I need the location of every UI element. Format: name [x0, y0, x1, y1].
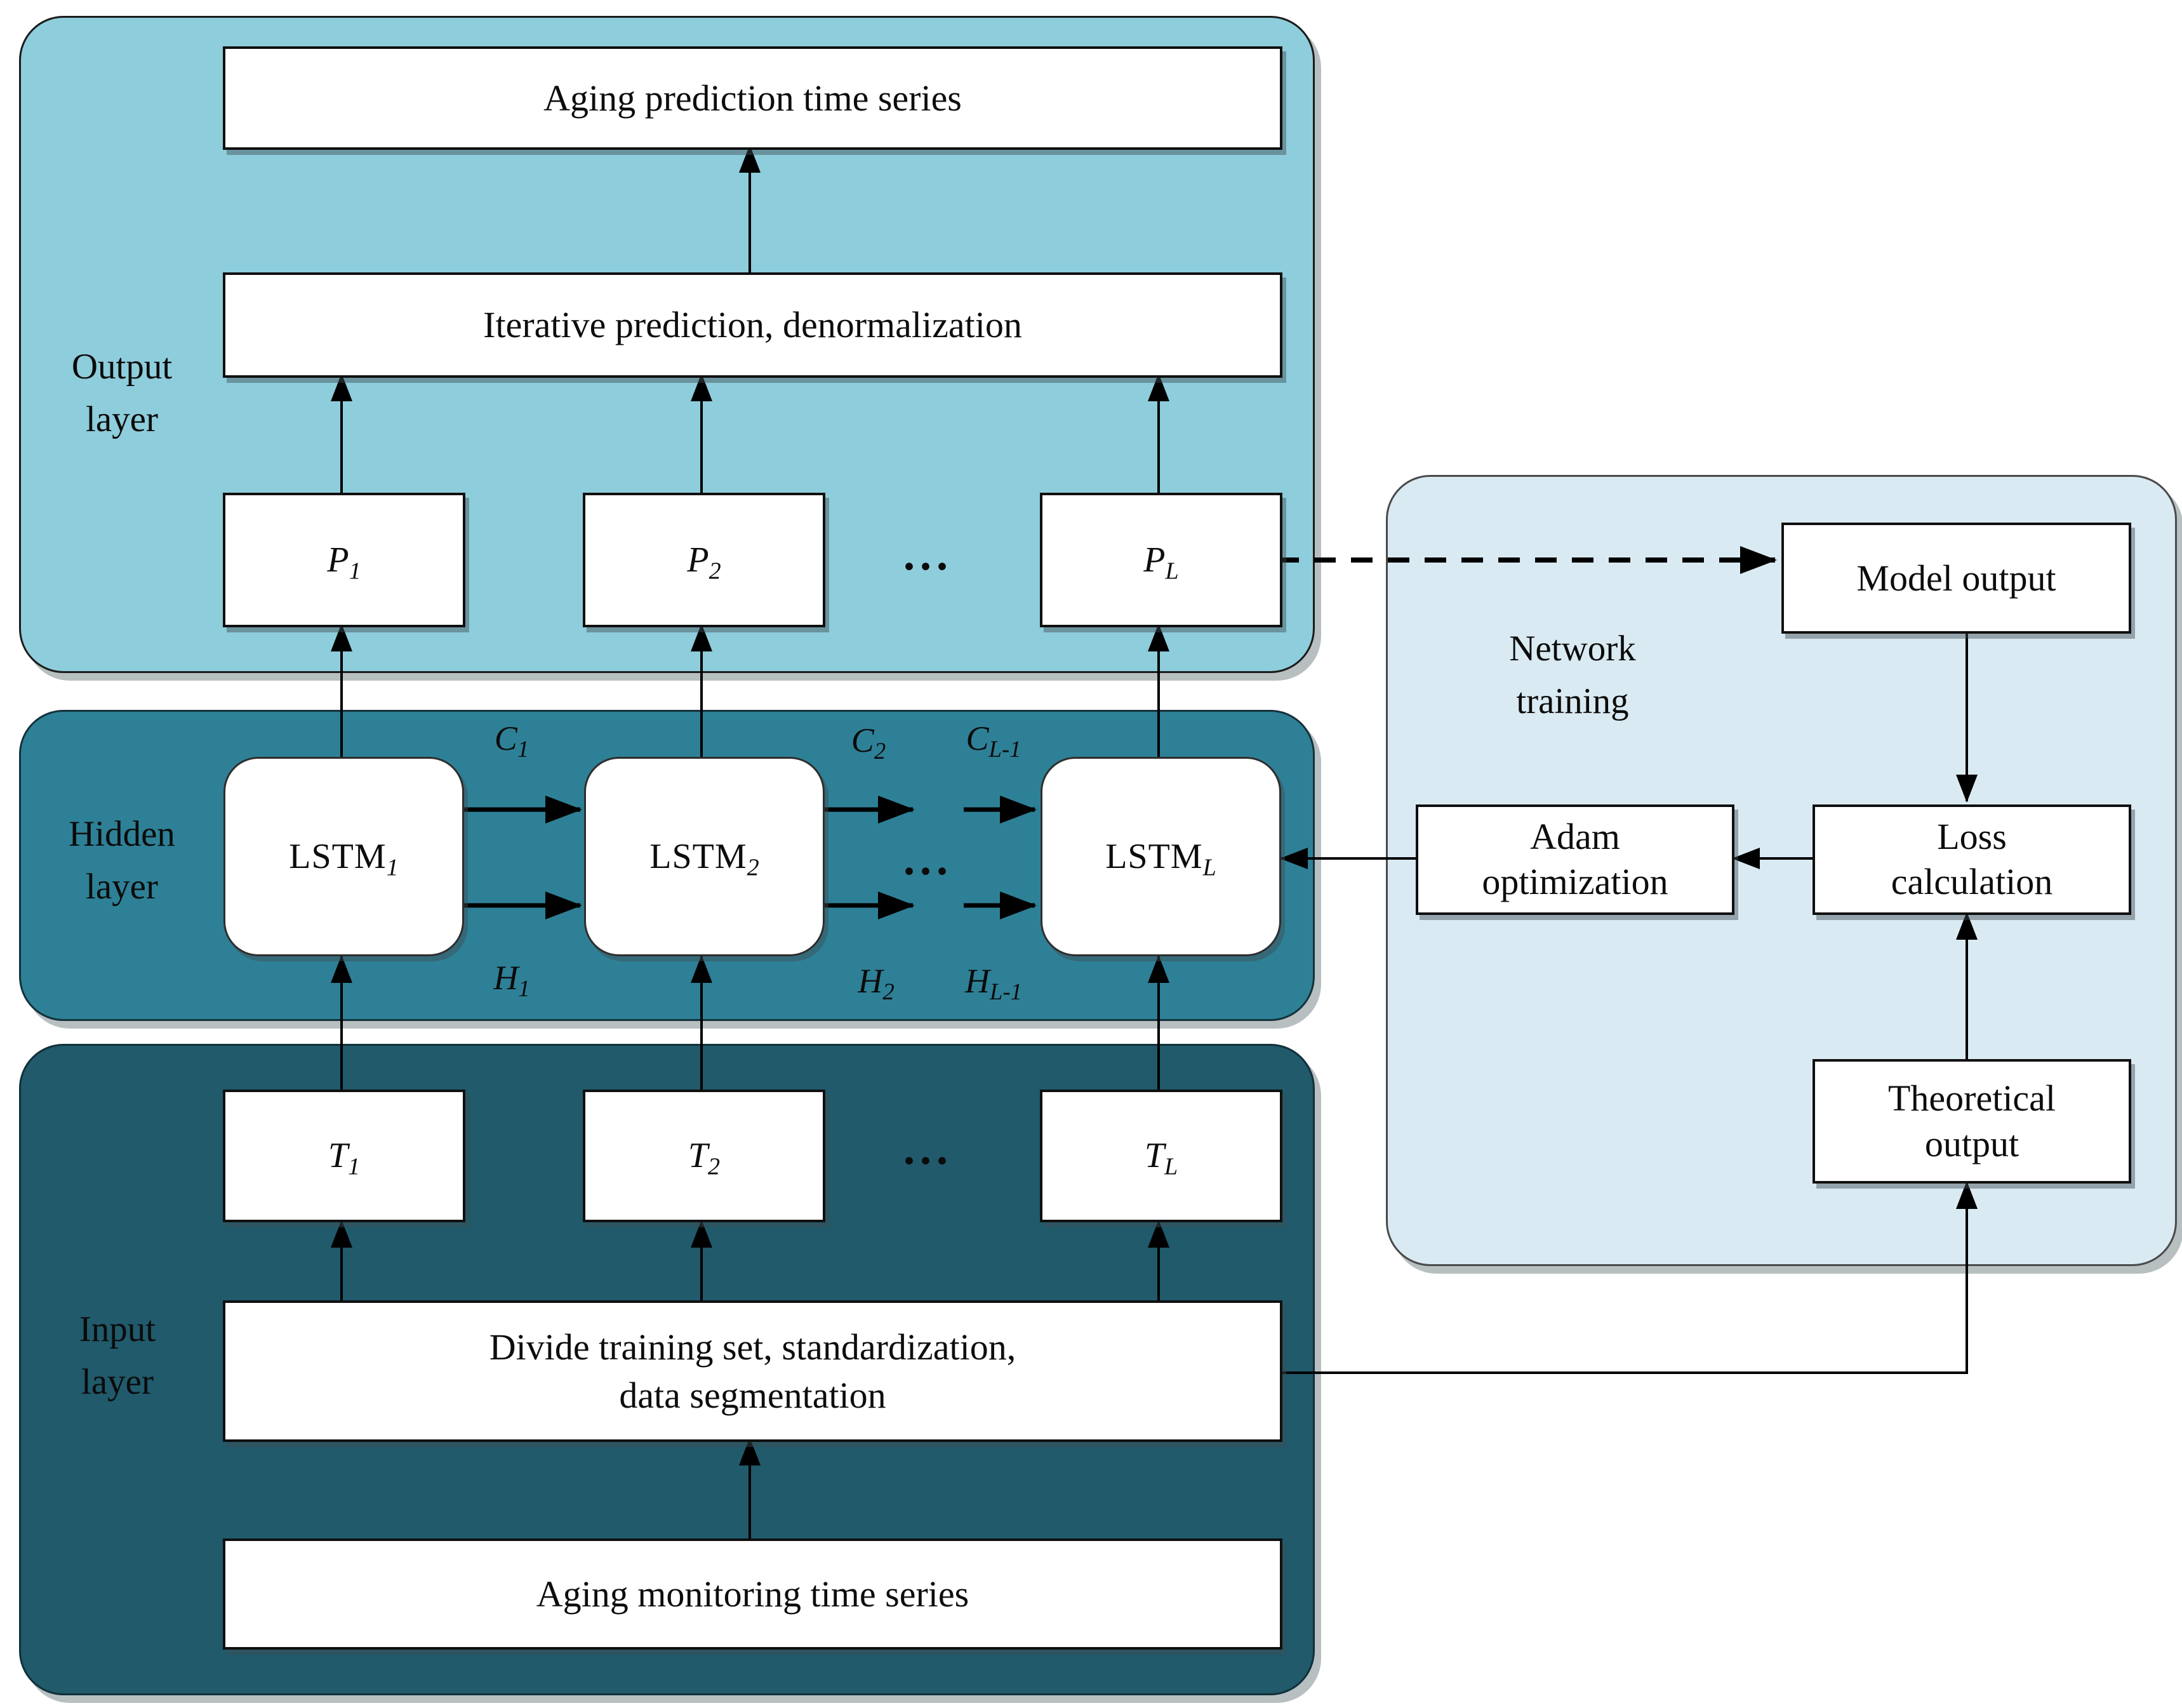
- label-cl-minus-1: CL-1: [966, 719, 1021, 763]
- box-theoretical-line2: output: [1924, 1123, 2019, 1164]
- box-p1-sub: 1: [349, 557, 361, 585]
- box-iterative-prediction-denormalization: Iterative prediction, denormalization: [223, 272, 1282, 378]
- box-lstm1: LSTM1: [223, 757, 464, 956]
- box-p1: P1: [223, 493, 465, 627]
- ellipsis-t-row: ...: [903, 1123, 953, 1174]
- box-lstml: LSTML: [1041, 757, 1281, 956]
- hidden-layer-label: Hidden layer: [69, 814, 175, 907]
- box-tl: TL: [1040, 1090, 1282, 1222]
- box-lstml-label: LSTM: [1105, 836, 1203, 876]
- box-t2-sub: 2: [708, 1153, 721, 1180]
- label-c2: C2: [851, 721, 886, 764]
- box-loss-line1: Loss: [1937, 816, 2007, 858]
- box-lstm2-sub: 2: [747, 854, 759, 881]
- box-tl-sub: L: [1164, 1153, 1178, 1180]
- box-lstm1-sub: 1: [386, 854, 399, 881]
- box-theoretical-output: Theoretical output: [1813, 1059, 2131, 1184]
- output-layer-label: Output layer: [71, 347, 173, 440]
- box-lstml-sub: L: [1202, 854, 1216, 881]
- label-h2: H2: [858, 962, 895, 1005]
- box-loss-calculation: Loss calculation: [1813, 804, 2131, 915]
- label-hl-minus-1: HL-1: [964, 962, 1023, 1005]
- box-adam-line2: optimization: [1482, 861, 1668, 902]
- box-t2: T2: [583, 1090, 825, 1222]
- box-adam-optimization: Adam optimization: [1416, 804, 1734, 915]
- box-model-output: Model output: [1781, 523, 2131, 634]
- ellipsis-p-row: ...: [903, 528, 953, 580]
- network-training-label: Network training: [1509, 629, 1636, 722]
- box-adam-line1: Adam: [1530, 816, 1620, 858]
- box-theoretical-line1: Theoretical: [1887, 1077, 2056, 1119]
- box-p1-label: P1: [327, 540, 361, 585]
- box-tl-label: TL: [1144, 1136, 1178, 1180]
- box-divide-line2: data segmentation: [619, 1374, 886, 1416]
- box-lstm2: LSTM2: [584, 757, 825, 956]
- box-lstm1-label: LSTM: [289, 836, 387, 876]
- box-t1-label: T1: [328, 1136, 361, 1180]
- box-p2: P2: [583, 493, 825, 627]
- box-lstm2-label: LSTM: [649, 836, 747, 876]
- box-divide-line1: Divide training set, standardization,: [489, 1326, 1016, 1368]
- arrow-divide-to-theoretical: [1277, 1181, 1978, 1374]
- box-pl-label: PL: [1143, 540, 1179, 585]
- box-aging-prediction-time-series: Aging prediction time series: [223, 46, 1282, 150]
- label-c1: C1: [494, 719, 529, 763]
- box-aging-monitoring-time-series: Aging monitoring time series: [223, 1538, 1282, 1650]
- box-p2-label: P2: [687, 540, 721, 585]
- box-loss-line2: calculation: [1891, 861, 2053, 902]
- box-pl: PL: [1040, 493, 1282, 627]
- label-h1: H1: [493, 959, 530, 1002]
- box-t2-label: T2: [688, 1136, 721, 1180]
- ellipsis-lstm-row: ...: [903, 833, 953, 884]
- box-p2-sub: 2: [708, 557, 721, 585]
- box-pl-sub: L: [1165, 557, 1179, 585]
- box-divide-training-set: Divide training set, standardization, da…: [223, 1300, 1282, 1442]
- input-layer-label: Input layer: [79, 1309, 156, 1403]
- box-t1-sub: 1: [348, 1153, 361, 1180]
- box-t1: T1: [223, 1090, 465, 1222]
